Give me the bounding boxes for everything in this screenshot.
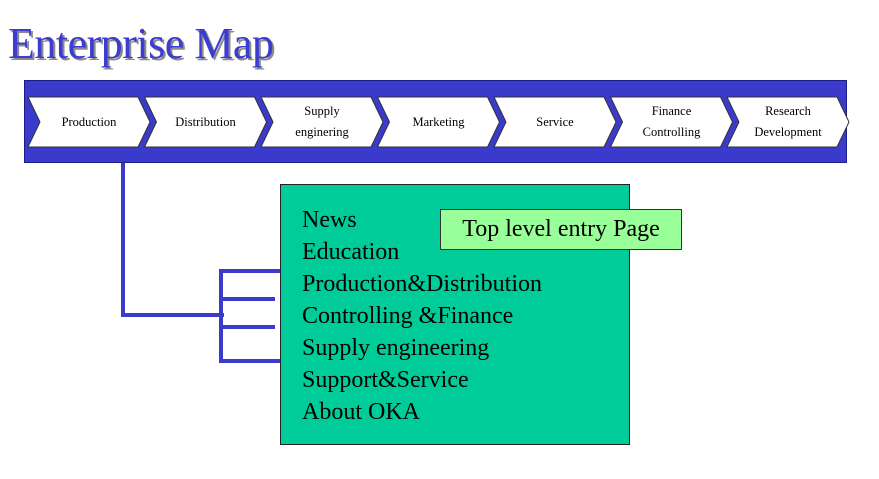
process-label: Marketing [412,114,465,129]
menu-item[interactable]: About OKA [302,399,420,425]
process-label: Service [536,114,574,129]
connector-tick-2 [219,297,275,301]
page-title: Enterprise Map [8,19,274,68]
process-label: Production [61,114,117,129]
menu-item[interactable]: Supply engineering [302,335,490,361]
top-level-entry-label: Top level entry Page [440,209,682,250]
connector-tick-3 [219,325,275,329]
connector-trunk [121,163,125,317]
process-label: Research Development [754,104,822,139]
connector-tick-1 [219,269,287,273]
menu-item[interactable]: Education [302,239,400,265]
menu-item[interactable]: Support&Service [302,367,469,393]
menu-item[interactable]: News [302,207,357,233]
menu-item[interactable]: Production&Distribution [302,271,542,297]
connector-branch [121,313,224,317]
process-label: Supply enginering [295,104,349,139]
connector-bracket-spine [219,269,223,363]
connector-tick-4 [219,359,287,363]
process-label: Finance Controlling [642,104,701,139]
menu-item[interactable]: Controlling &Finance [302,303,514,329]
process-label: Distribution [175,114,236,129]
